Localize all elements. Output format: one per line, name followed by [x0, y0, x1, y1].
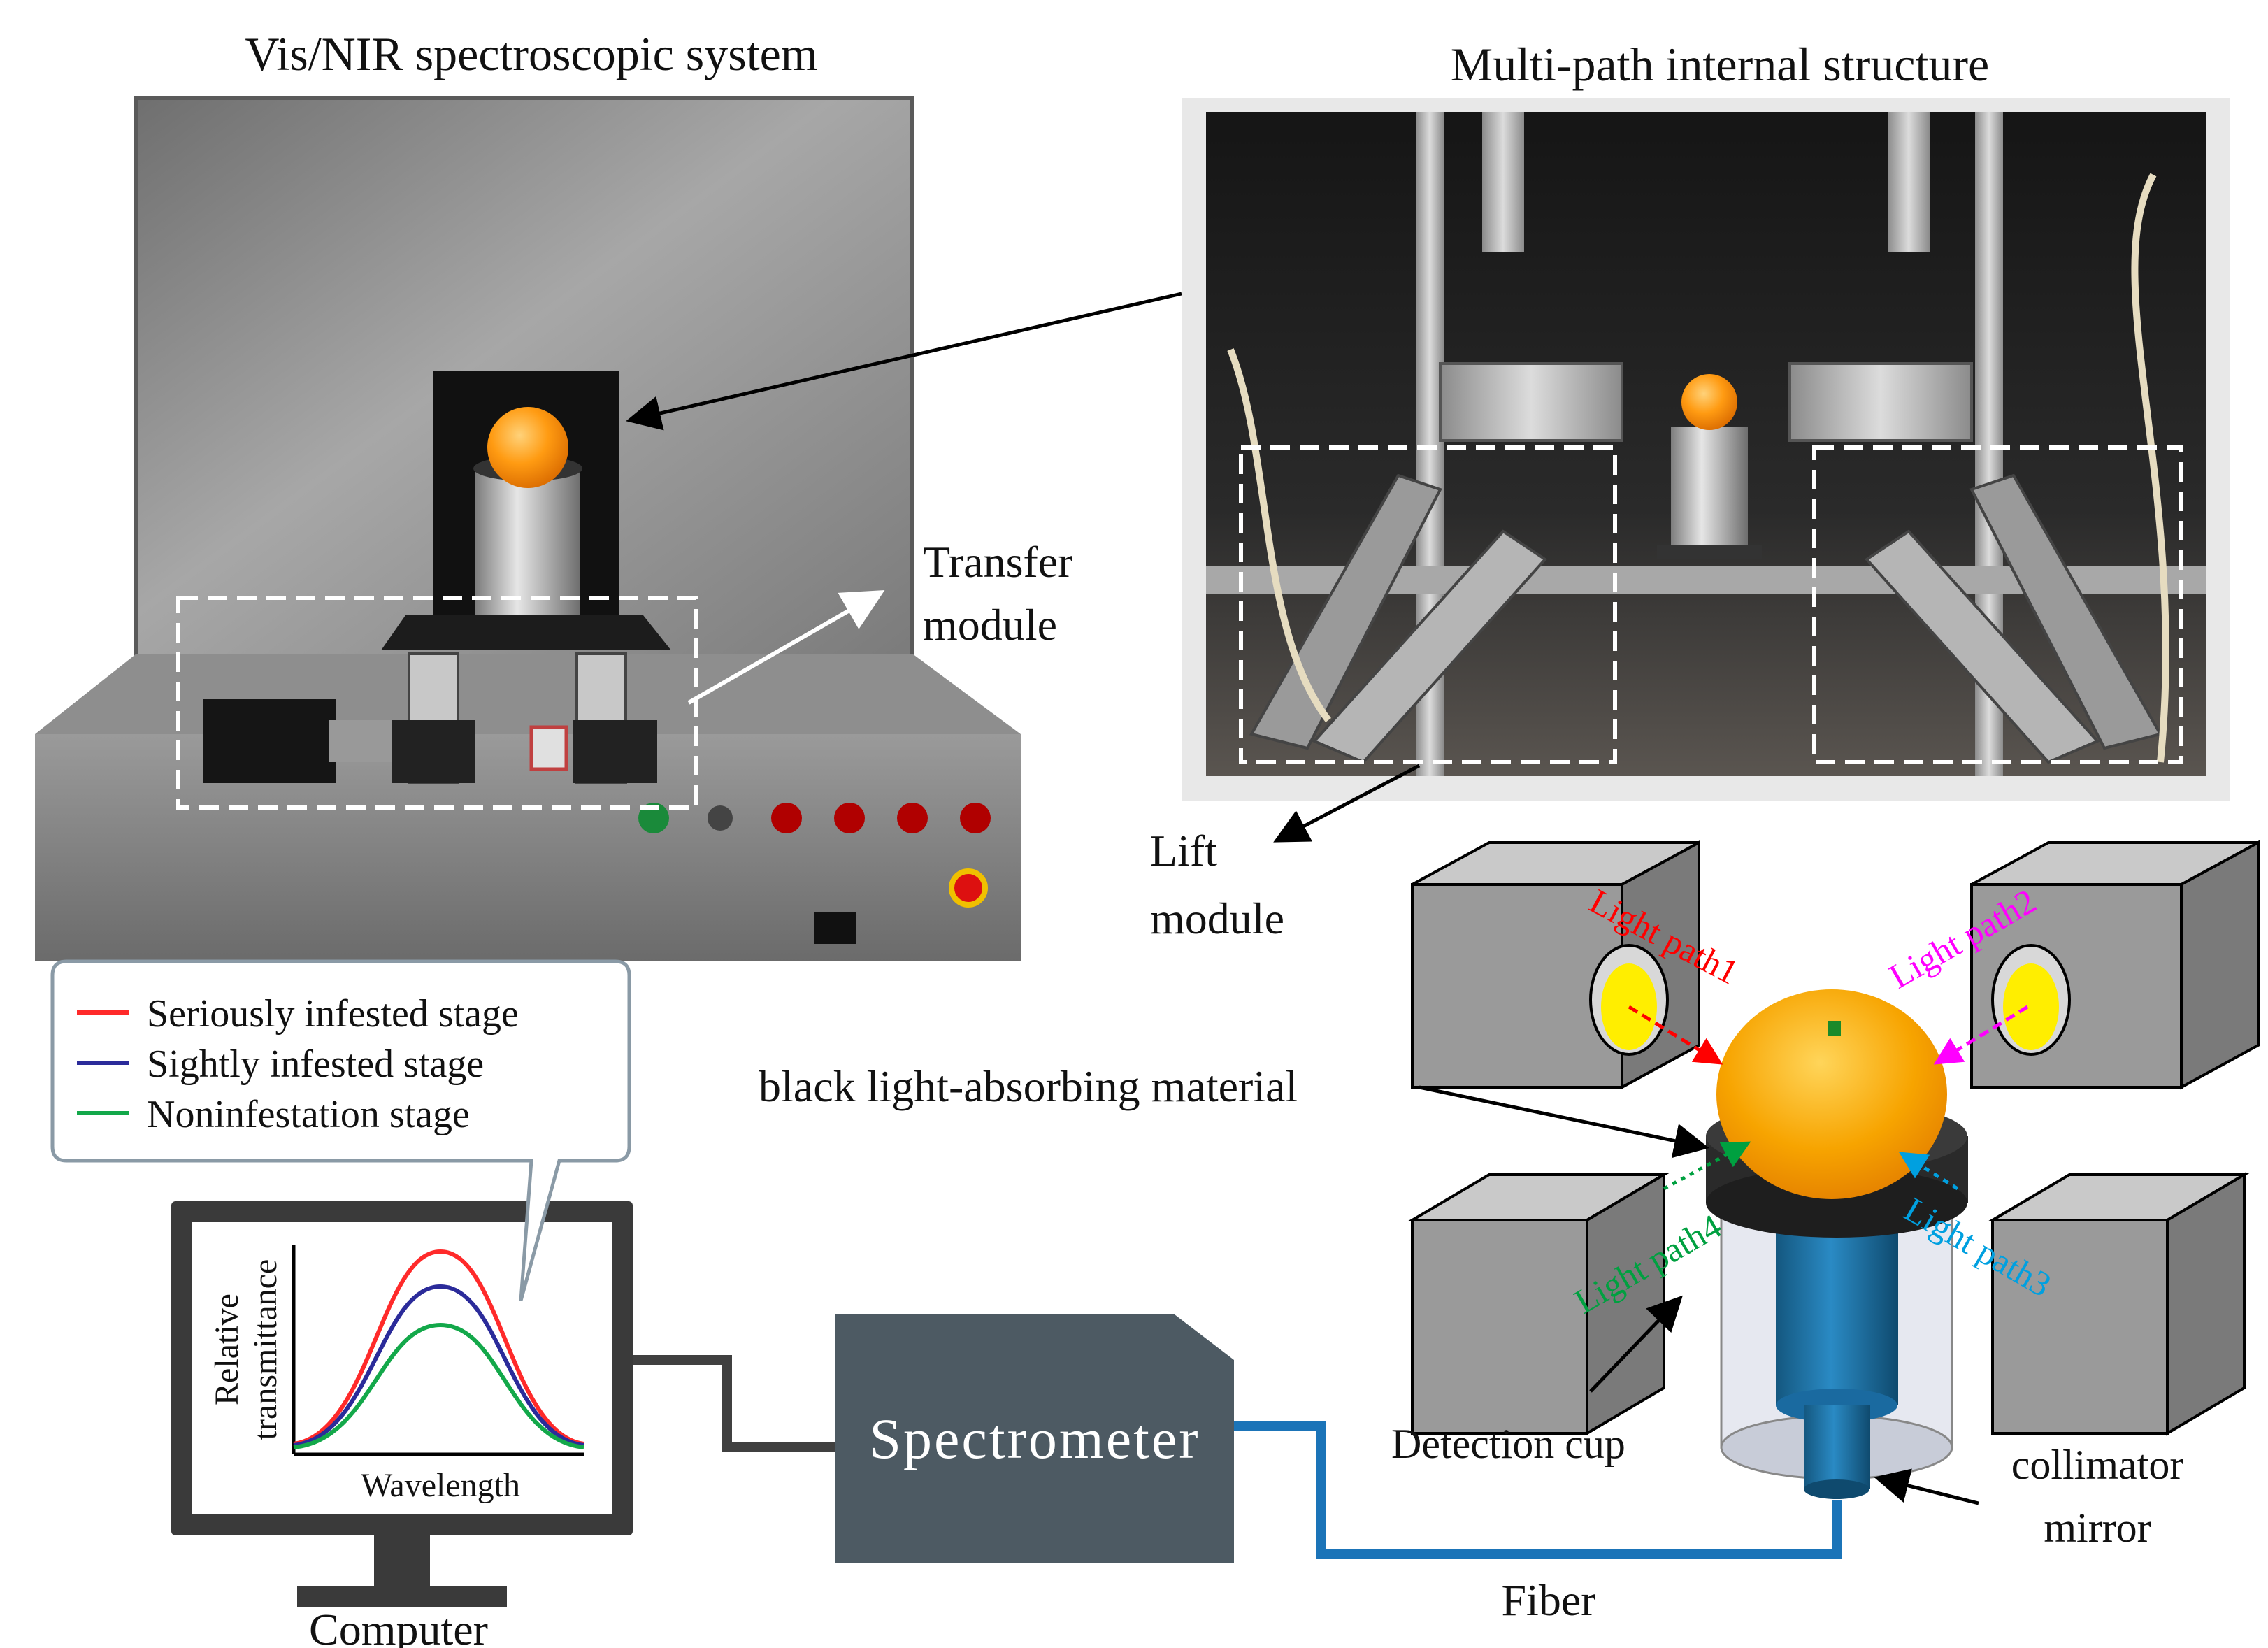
legend-label-sightly: Sightly infested stage: [147, 1042, 484, 1086]
mini-chart-xlabel: Wavelength: [361, 1467, 520, 1504]
mini-chart-ylabel-2: transmittance: [247, 1259, 284, 1440]
lift-label-1: Lift: [1150, 826, 1217, 875]
spectrometer-label: Spectrometer: [869, 1407, 1200, 1470]
left-photo-title: Vis/NIR spectroscopic system: [245, 27, 817, 80]
lift-arrow: [1273, 764, 1421, 843]
curve-seriously: [293, 1249, 584, 1446]
lift-module-box-right: [1812, 445, 2183, 764]
monitor-screen: [192, 1222, 612, 1514]
curve-noninfestation: [293, 1322, 584, 1449]
light-path-2-arrow: [1933, 1005, 2029, 1065]
black-material-label: black light-absorbing material: [759, 1061, 1298, 1111]
fiber-line: [1234, 1421, 1842, 1559]
computer: [171, 1201, 633, 1607]
black-material-arrow: [1419, 1085, 1709, 1159]
sample-tray: [381, 615, 671, 650]
light-path-schematic: [1407, 840, 2260, 1499]
light-path-1-arrow: [1628, 1005, 1723, 1065]
lift-label-2: module: [1150, 894, 1284, 943]
mini-chart: Wavelength Relative transmittance: [208, 1245, 584, 1504]
panel-button-green: [638, 803, 669, 833]
right-photo-title: Multi-path internal structure: [1451, 38, 1989, 91]
base-top: [35, 654, 1021, 734]
transfer-label-1: Transfer: [923, 537, 1073, 587]
legend-callout: Seriously infested stage Sightly infeste…: [50, 959, 631, 1301]
panel-button-red-2: [834, 803, 865, 833]
spectrometer-device: Spectrometer: [835, 1314, 1234, 1563]
lift-module-box-left: [1239, 445, 1617, 764]
light-source-right-photo: [1788, 362, 1973, 442]
panel-key-switch: [708, 805, 733, 831]
chamber-pointer-arrow: [626, 292, 1182, 431]
computer-label: Computer: [309, 1605, 488, 1648]
light-box-3: [1987, 1172, 2250, 1436]
legend-label-noninfestation: Noninfestation stage: [147, 1093, 470, 1136]
emergency-stop: [949, 868, 988, 908]
system-photo: [35, 94, 1021, 961]
curve-sightly: [293, 1284, 584, 1447]
light-source-left-photo: [1439, 362, 1623, 442]
panel-button-red-1: [771, 803, 802, 833]
transfer-module-box: [176, 596, 698, 810]
collimator-arrow: [1874, 1468, 1979, 1505]
sample-orange-internal: [1681, 374, 1737, 430]
light-box-1: [1411, 840, 1700, 1090]
transfer-label-2: module: [923, 600, 1057, 650]
internal-photo: [1182, 98, 2230, 801]
detection-cup-arrow: [1589, 1295, 1683, 1393]
collimator-label-2: mirror: [2044, 1505, 2151, 1551]
sample-fruit: [1716, 989, 1947, 1199]
inner-tube: [1776, 1217, 1898, 1405]
collimator-label-1: collimator: [2011, 1442, 2184, 1488]
light-path-4-arrow: [1663, 1141, 1751, 1191]
data-cable: [633, 1355, 835, 1452]
transfer-arrow: [687, 590, 885, 705]
light-box-4: [1407, 1172, 1670, 1436]
fiber-label: Fiber: [1501, 1575, 1595, 1625]
stepper-motor: [203, 699, 336, 783]
base-front: [35, 734, 1021, 961]
panel-button-red-4: [960, 803, 991, 833]
collimator-mirror: [1804, 1405, 1870, 1489]
sample-orange-photo: [487, 407, 568, 488]
light-box-2: [1970, 840, 2260, 1090]
mini-chart-ylabel-1: Relative: [208, 1294, 245, 1405]
panel-button-red-3: [897, 803, 928, 833]
legend-label-seriously: Seriously infested stage: [147, 992, 519, 1036]
detection-cup-label: Detection cup: [1391, 1421, 1625, 1467]
